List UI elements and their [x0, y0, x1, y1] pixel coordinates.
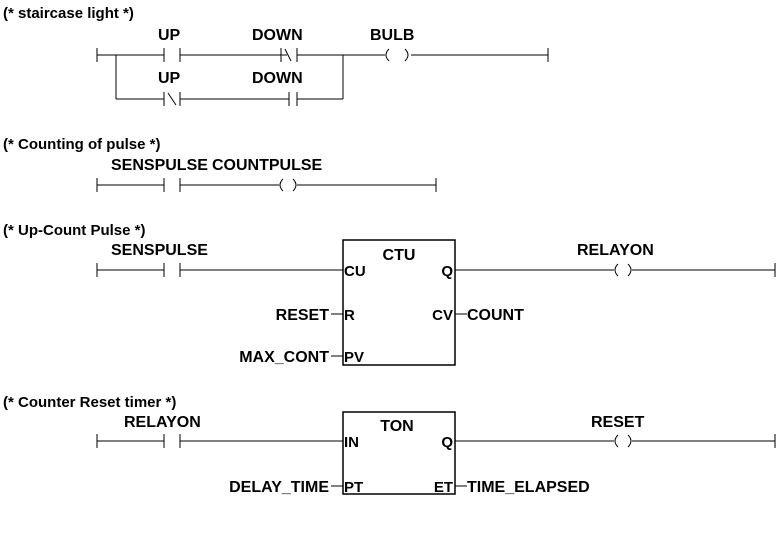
block-pin-q: Q	[441, 263, 453, 280]
contact-nc[interactable]	[163, 92, 181, 106]
block-type: TON	[380, 418, 413, 435]
rung-counter-reset-timer: (* Counter Reset timer *) RELAYON TON IN…	[3, 394, 776, 496]
contact-no[interactable]	[163, 263, 181, 277]
contact-no[interactable]	[163, 178, 181, 192]
coil-label: COUNTPULSE	[212, 157, 323, 174]
block-pin-cv: CV	[432, 307, 453, 324]
coil[interactable]	[385, 48, 409, 62]
coil-label: RESET	[591, 414, 645, 431]
contact-no[interactable]	[288, 92, 298, 106]
contact-no[interactable]	[163, 434, 181, 448]
input-var-reset: RESET	[276, 307, 330, 324]
contact-label: DOWN	[252, 27, 303, 44]
coil[interactable]	[614, 263, 632, 277]
block-type: CTU	[383, 247, 416, 264]
coil[interactable]	[614, 434, 632, 448]
contact-label: RELAYON	[124, 414, 201, 431]
contact-label: UP	[158, 70, 181, 87]
contact-label: SENSPULSE	[111, 242, 208, 259]
contact-label: SENSPULSE	[111, 157, 208, 174]
coil[interactable]	[279, 178, 297, 192]
coil-label: BULB	[370, 27, 414, 44]
contact-label: DOWN	[252, 70, 303, 87]
rung-staircase-light: (* staircase light *) UP DOWN BULB	[3, 5, 549, 106]
rung-comment: (* Up-Count Pulse *)	[3, 222, 146, 239]
rung-comment: (* Counting of pulse *)	[3, 136, 160, 153]
block-pin-pv: PV	[344, 349, 364, 366]
contact-no[interactable]	[163, 48, 181, 62]
ctu-block[interactable]: CTU CU R PV Q CV	[342, 239, 456, 366]
rung-comment: (* staircase light *)	[3, 5, 134, 22]
input-var-delay-time: DELAY_TIME	[229, 479, 329, 496]
contact-nc[interactable]	[280, 48, 298, 62]
block-pin-cu: CU	[344, 263, 366, 280]
block-pin-q: Q	[441, 434, 453, 451]
ton-block[interactable]: TON IN PT Q ET	[342, 411, 456, 496]
output-var-time-elapsed: TIME_ELAPSED	[467, 479, 590, 496]
rung-counting-of-pulse: (* Counting of pulse *) SENSPULSE COUNTP…	[3, 136, 437, 192]
input-var-max-cont: MAX_CONT	[239, 349, 329, 366]
contact-label: UP	[158, 27, 181, 44]
coil-label: RELAYON	[577, 242, 654, 259]
rung-comment: (* Counter Reset timer *)	[3, 394, 176, 411]
block-pin-in: IN	[344, 434, 359, 451]
block-pin-et: ET	[434, 479, 453, 496]
rung-up-count-pulse: (* Up-Count Pulse *) SENSPULSE CTU CU R …	[3, 222, 776, 366]
output-var-count: COUNT	[467, 307, 524, 324]
block-pin-pt: PT	[344, 479, 363, 496]
block-pin-r: R	[344, 307, 355, 324]
